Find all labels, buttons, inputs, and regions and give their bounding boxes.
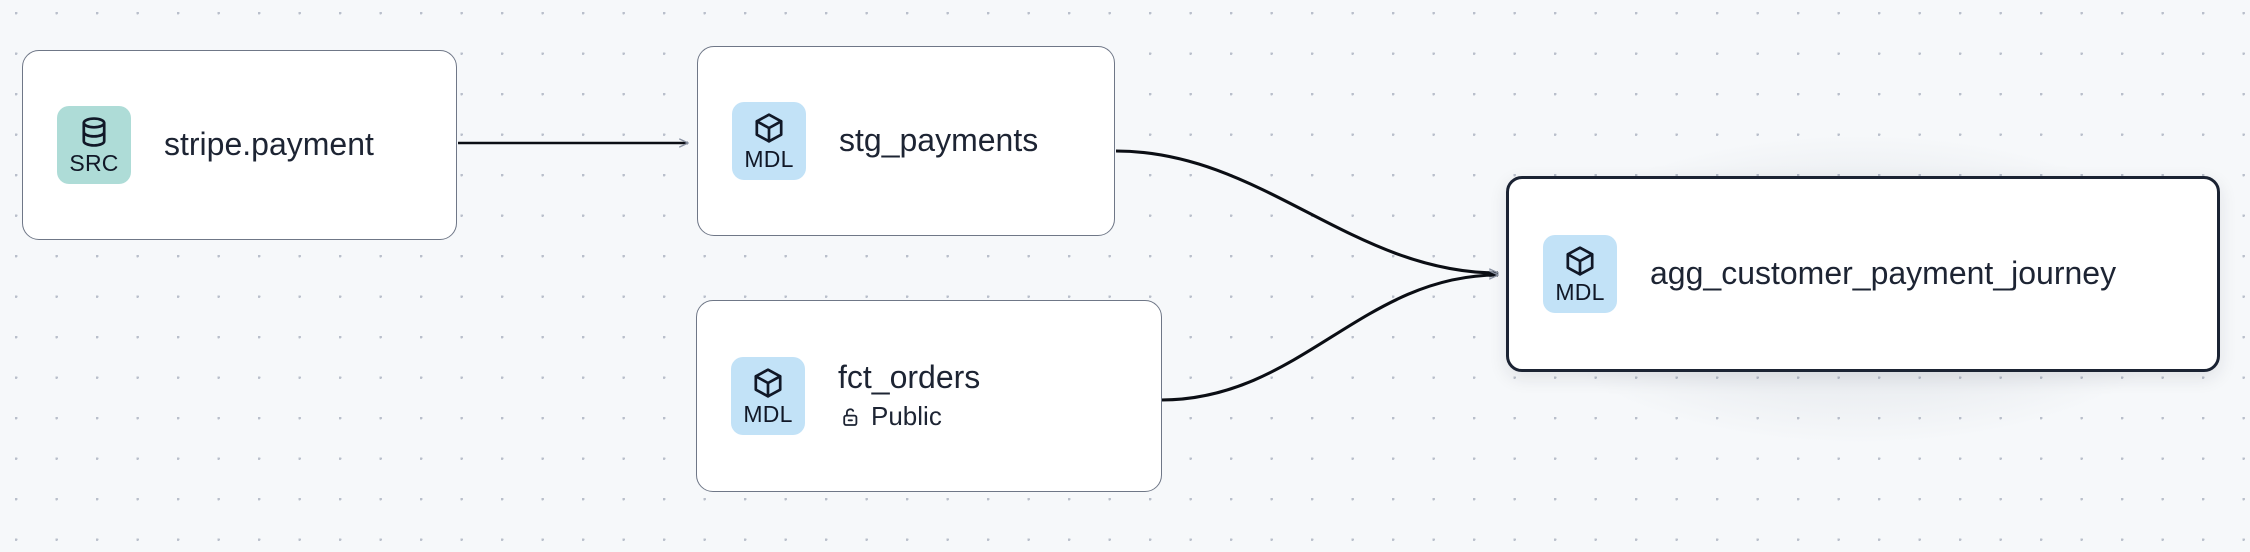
node-title: stg_payments <box>839 122 1039 159</box>
node-body: stripe.payment <box>164 126 374 163</box>
model-badge: MDL <box>731 357 805 435</box>
cube-icon <box>754 368 782 398</box>
database-icon <box>82 117 106 147</box>
model-badge: MDL <box>1543 235 1617 313</box>
node-title: fct_orders <box>838 358 981 395</box>
lineage-node-fct-orders[interactable]: MDL fct_orders Public <box>696 300 1162 492</box>
node-visibility: Public <box>838 401 980 432</box>
node-body: agg_customer_payment_journey <box>1650 255 2117 292</box>
cube-icon <box>1566 246 1594 276</box>
lineage-node-stripe-payment[interactable]: SRC stripe.payment <box>22 50 457 240</box>
edge-stg-payments-to-agg-customer-payment-journey <box>1115 149 1499 278</box>
model-badge-label: MDL <box>744 146 794 172</box>
node-body: stg_payments <box>839 122 1039 159</box>
model-badge-label: MDL <box>1555 279 1605 305</box>
model-badge: MDL <box>732 102 806 180</box>
source-badge: SRC <box>57 106 131 184</box>
node-title: agg_customer_payment_journey <box>1650 255 2117 292</box>
model-badge-label: MDL <box>743 401 793 427</box>
unlock-icon <box>843 408 858 426</box>
lineage-node-agg-customer-payment-journey[interactable]: MDL agg_customer_payment_journey <box>1506 176 2220 372</box>
lineage-node-stg-payments[interactable]: MDL stg_payments <box>697 46 1115 236</box>
node-title: stripe.payment <box>164 126 374 163</box>
cube-icon <box>755 113 783 143</box>
source-badge-label: SRC <box>69 150 119 176</box>
edge-fct-orders-to-agg-customer-payment-journey <box>1160 270 1499 402</box>
node-visibility-label: Public <box>871 401 942 432</box>
node-body: fct_orders Public <box>838 358 981 433</box>
